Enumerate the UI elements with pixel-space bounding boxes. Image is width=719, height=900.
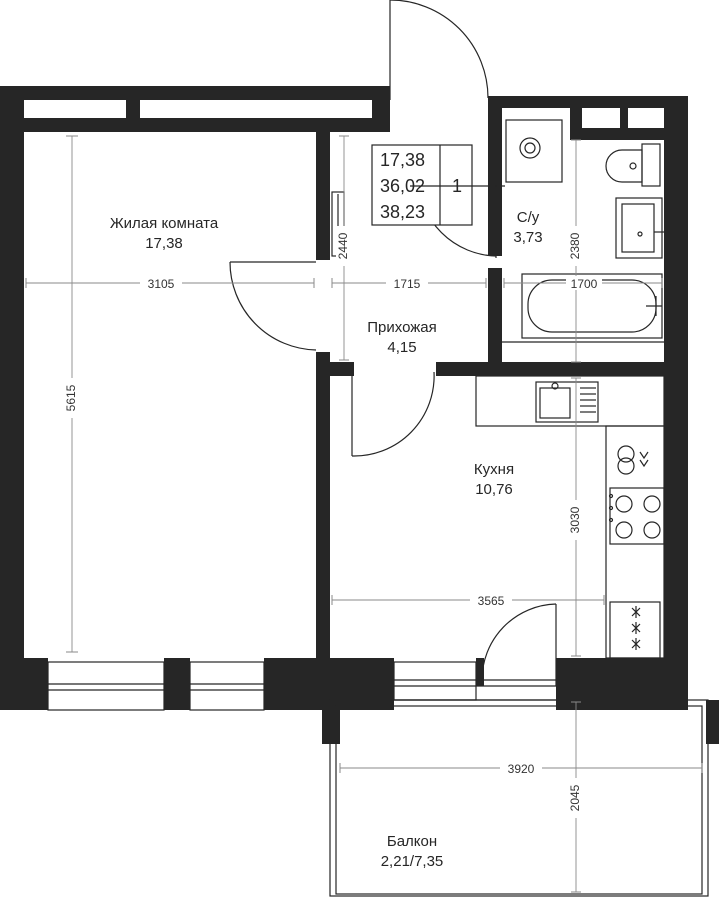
dim-balcony-width: 3920 xyxy=(508,762,535,776)
toilet-bowl xyxy=(605,149,643,183)
legend-total-area: 36,02 xyxy=(380,176,425,196)
dim-living-height: 5615 xyxy=(64,384,78,411)
entrance-door-swing xyxy=(389,0,489,99)
balcony-outline xyxy=(329,699,709,897)
wall-living-hall-upper xyxy=(316,132,330,260)
living-door-swing xyxy=(229,261,317,351)
fridge-snowflakes xyxy=(631,606,641,650)
legend-box xyxy=(371,144,473,226)
fridge xyxy=(609,601,661,659)
dim-kitchen-height: 3030 xyxy=(568,506,582,533)
kitchen-counter-top xyxy=(475,375,665,427)
dim-bath-height: 2380 xyxy=(568,232,582,259)
wall-bottom-left xyxy=(0,658,48,710)
window-living-1 xyxy=(47,661,165,711)
balcony-door-swing xyxy=(481,603,557,681)
kitchen-sink xyxy=(535,381,599,423)
wall-top-right-inner xyxy=(570,128,688,140)
stove xyxy=(609,487,665,545)
bath-sink xyxy=(615,197,663,259)
kitchen-name: Кухня xyxy=(474,461,514,478)
hall-fixtures xyxy=(331,144,505,257)
wall-top-right xyxy=(488,96,688,108)
dimension-lines xyxy=(25,135,703,893)
hall-area: 4,15 xyxy=(387,339,416,356)
wall-top-left-end xyxy=(372,86,390,132)
dim-hall-width: 1715 xyxy=(394,277,421,291)
kitchen-area: 10,76 xyxy=(475,481,513,498)
wall-bath-left-upper xyxy=(488,96,502,256)
living-room-area: 17,38 xyxy=(145,235,183,252)
wall-hall-kitchen xyxy=(330,362,354,376)
wall-living-hall-lower xyxy=(316,352,330,658)
area-legend: 17,38 36,02 38,23 1 xyxy=(380,150,462,222)
bathroom-area: 3,73 xyxy=(513,229,542,246)
balcony-name: Балкон xyxy=(387,833,437,850)
vent-mullion xyxy=(620,100,628,130)
wall-bath-left-lower xyxy=(488,268,502,364)
wall-bottom-door-jamb xyxy=(476,658,484,686)
wall-bath-kitchen xyxy=(436,362,676,376)
wall-bottom-pier xyxy=(164,658,190,710)
window-living-2 xyxy=(189,661,265,711)
walls xyxy=(0,86,719,744)
bottom-windows xyxy=(47,661,556,711)
wall-top-right-post xyxy=(570,100,582,140)
kitchen-door-swing xyxy=(351,371,435,457)
washing-machine xyxy=(505,119,563,183)
dim-balcony-height: 2045 xyxy=(568,784,582,811)
burner-4 xyxy=(643,521,661,539)
bathroom-name: С/у xyxy=(517,209,540,226)
wall-top-left xyxy=(0,86,390,100)
window-kitchen xyxy=(393,661,477,701)
wall-bottom-right xyxy=(556,658,688,710)
toilet-tank xyxy=(641,143,661,187)
legend-rooms-count: 1 xyxy=(452,176,462,196)
burner-3 xyxy=(615,521,633,539)
doors xyxy=(229,0,557,686)
legend-total-with-balcony: 38,23 xyxy=(380,202,425,222)
legend-living-area: 17,38 xyxy=(380,150,425,170)
hall-name: Прихожая xyxy=(367,319,437,336)
bathroom-fixtures xyxy=(502,119,666,343)
bath-faucet xyxy=(646,296,662,316)
room-labels: Жилая комната 17,38 Прихожая 4,15 С/у 3,… xyxy=(110,209,543,870)
dim-living-width: 3105 xyxy=(148,277,175,291)
balcony-area: 2,21/7,35 xyxy=(381,853,444,870)
dimension-labels: 3105 5615 1715 2440 1700 2380 3565 3030 … xyxy=(64,226,602,818)
kitchen-fixtures xyxy=(475,375,665,659)
wall-top-left-inner xyxy=(0,118,390,132)
dim-hall-height: 2440 xyxy=(336,232,350,259)
wall-left xyxy=(0,86,24,710)
kitchen-counter-side xyxy=(605,425,665,659)
window-mullion xyxy=(126,100,140,118)
living-room-name: Жилая комната xyxy=(110,215,219,232)
wall-balcony-right xyxy=(706,700,719,744)
burner-2 xyxy=(643,495,661,513)
wall-right xyxy=(664,96,688,710)
dim-kitchen-width: 3565 xyxy=(478,594,505,608)
dim-bath-width: 1700 xyxy=(571,277,598,291)
burner-1 xyxy=(615,495,633,513)
